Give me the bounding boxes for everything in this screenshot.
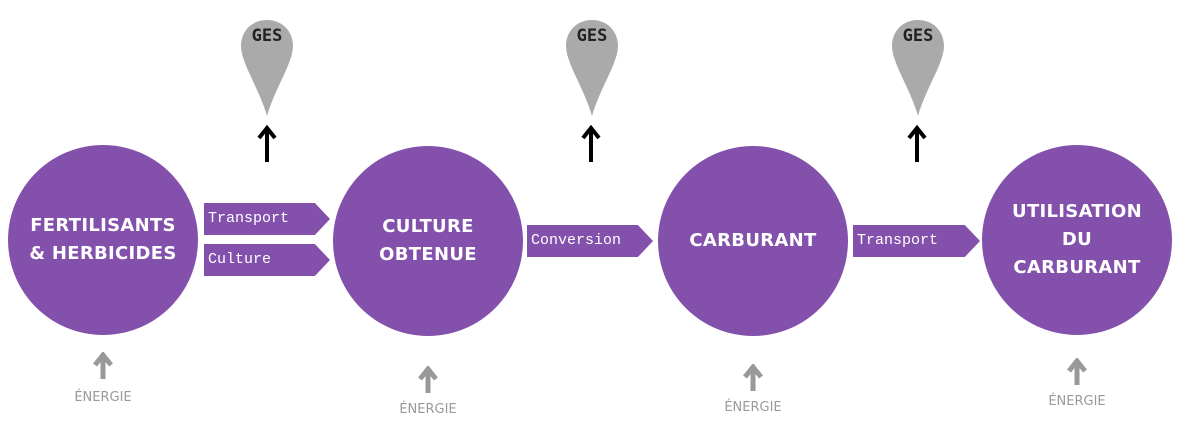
flow-transport-1: Transport <box>204 203 330 235</box>
ges-pin-1: GES <box>239 18 295 118</box>
ges-pin-2: GES <box>564 18 620 118</box>
flow-conversion: Conversion <box>527 225 653 257</box>
energy-arrow-icon <box>743 364 763 391</box>
ges-label: GES <box>251 26 283 46</box>
node-culture-obtenue: CULTURE OBTENUE <box>333 146 523 336</box>
map-pin-icon <box>566 20 618 116</box>
flow-transport-2: Transport <box>853 225 980 257</box>
node-carburant: CARBURANT <box>658 146 848 336</box>
map-pin-icon <box>241 20 293 116</box>
energy-arrow-icon <box>418 366 438 393</box>
energy-label: ÉNERGIE <box>724 400 782 415</box>
energy-label: ÉNERGIE <box>1048 394 1106 409</box>
node-utilisation: UTILISATION DU CARBURANT <box>982 145 1172 335</box>
arrow-up-icon <box>257 124 277 162</box>
energy-label: ÉNERGIE <box>399 402 457 417</box>
energy-arrow-icon <box>1067 358 1087 385</box>
arrow-up-icon <box>907 124 927 162</box>
node-fertilisants: FERTILISANTS & HERBICIDES <box>8 145 198 335</box>
ges-label: GES <box>576 26 608 46</box>
arrow-up-icon <box>581 124 601 162</box>
ges-label: GES <box>902 26 934 46</box>
map-pin-icon <box>892 20 944 116</box>
energy-label: ÉNERGIE <box>74 390 132 405</box>
flow-culture: Culture <box>204 244 330 276</box>
ges-pin-3: GES <box>890 18 946 118</box>
energy-arrow-icon <box>93 352 113 379</box>
